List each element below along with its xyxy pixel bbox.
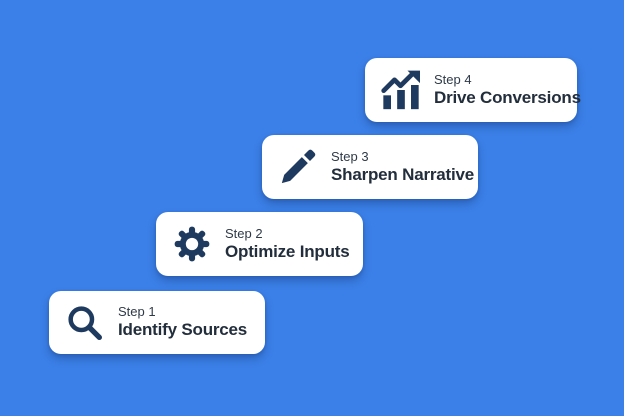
step-card-1: Step 1 Identify Sources: [49, 291, 265, 354]
pencil-icon: [278, 147, 318, 187]
step-title: Drive Conversions: [434, 87, 581, 107]
step-card-2: Step 2 Optimize Inputs: [156, 212, 363, 276]
step-label: Step 1: [118, 304, 156, 320]
gear-icon: [172, 224, 212, 264]
step-label: Step 4: [434, 71, 472, 87]
step-label: Step 2: [225, 225, 263, 241]
search-icon: [65, 303, 105, 343]
growth-chart-icon: [381, 70, 421, 110]
step-title: Sharpen Narrative: [331, 164, 475, 184]
step-title: Identify Sources: [118, 320, 248, 340]
step-label: Step 3: [331, 148, 369, 164]
step-card-4: Step 4 Drive Conversions: [365, 58, 581, 122]
step-card-3: Step 3 Sharpen Narrative: [262, 135, 478, 199]
step-title: Optimize Inputs: [225, 241, 350, 261]
